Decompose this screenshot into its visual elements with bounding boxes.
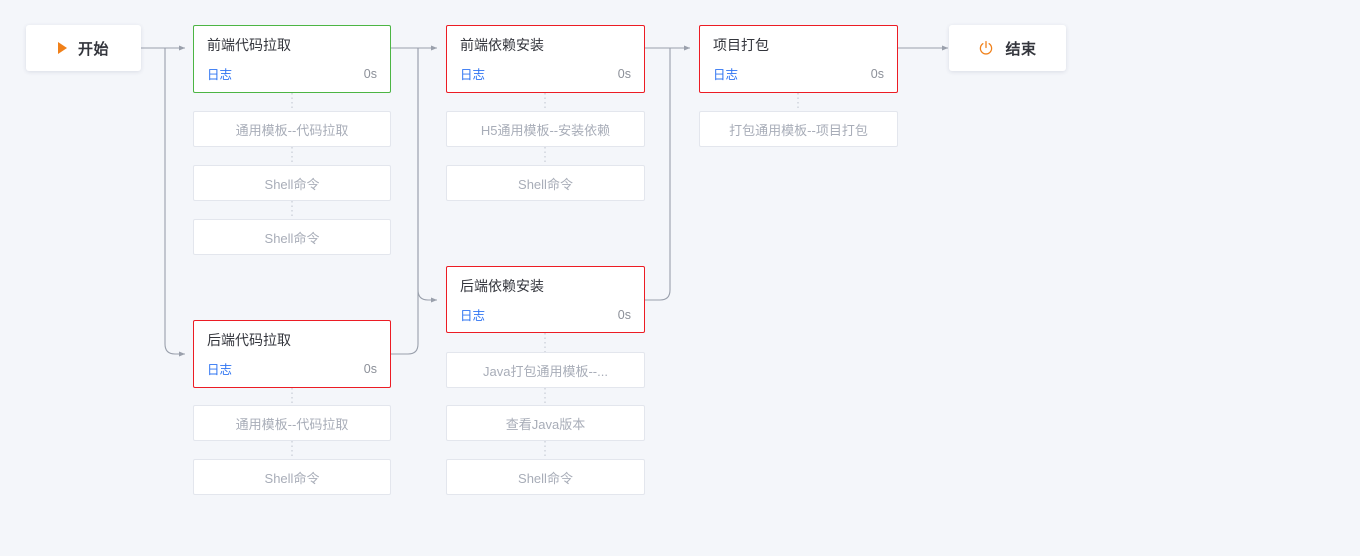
start-node-label: 开始 (77, 40, 109, 58)
stage-meta: 日志 0s (460, 64, 631, 83)
substep-label: 通用模板--代码拉取 (235, 122, 349, 138)
substep-card[interactable]: Shell命令 (193, 165, 391, 201)
end-node[interactable]: 结束 (949, 25, 1066, 71)
substep-label: Shell命令 (264, 470, 320, 486)
stage-duration: 0s (617, 307, 631, 322)
stage-meta: 日志 0s (207, 64, 377, 83)
stage-backend-deps-install[interactable]: 后端依赖安装 日志 0s (446, 266, 645, 333)
substep-card[interactable]: 打包通用模板--项目打包 (699, 111, 898, 147)
stage-backend-code-pull[interactable]: 后端代码拉取 日志 0s (193, 320, 391, 388)
substep-label: Shell命令 (518, 470, 573, 486)
stage-title: 项目打包 (713, 37, 769, 53)
substep-card[interactable]: Java打包通用模板--... (446, 352, 645, 388)
end-node-label: 结束 (1005, 40, 1037, 58)
stage-log-link[interactable]: 日志 (713, 68, 739, 82)
substep-card[interactable]: Shell命令 (446, 459, 645, 495)
stage-duration: 0s (363, 361, 377, 376)
substep-label: Shell命令 (264, 176, 320, 192)
substep-label: 查看Java版本 (505, 416, 586, 432)
stage-duration: 0s (363, 66, 377, 81)
stage-meta: 日志 0s (460, 305, 631, 324)
stage-frontend-deps-install[interactable]: 前端依赖安装 日志 0s (446, 25, 645, 93)
power-icon (980, 40, 993, 55)
stage-title: 前端代码拉取 (207, 37, 291, 53)
substep-label: Java打包通用模板--... (483, 363, 608, 379)
substep-card[interactable]: Shell命令 (193, 219, 391, 255)
stage-log-link[interactable]: 日志 (207, 363, 233, 377)
stage-log-link[interactable]: 日志 (460, 309, 486, 323)
wire-backend-pull-merge (391, 48, 419, 355)
wire-bus-backend-pull (164, 48, 186, 357)
substep-label: Shell命令 (518, 176, 573, 192)
substep-label: 打包通用模板--项目打包 (729, 122, 868, 138)
substep-card[interactable]: H5通用模板--安装依赖 (446, 111, 645, 147)
stage-log-link[interactable]: 日志 (207, 68, 233, 82)
play-icon (57, 42, 67, 54)
substep-card[interactable]: Shell命令 (193, 459, 391, 495)
stage-title: 后端代码拉取 (207, 332, 291, 348)
substep-label: 通用模板--代码拉取 (235, 416, 349, 432)
substep-card[interactable]: 查看Java版本 (446, 405, 645, 441)
wire-merge-backend-deps (417, 48, 438, 303)
substep-card[interactable]: 通用模板--代码拉取 (193, 111, 391, 147)
substep-card[interactable]: 通用模板--代码拉取 (193, 405, 391, 441)
stage-duration: 0s (870, 66, 884, 81)
stage-project-build[interactable]: 项目打包 日志 0s (699, 25, 898, 93)
start-node[interactable]: 开始 (26, 25, 141, 71)
stage-title: 后端依赖安装 (460, 278, 544, 294)
substep-label: H5通用模板--安装依赖 (480, 122, 611, 138)
stage-meta: 日志 0s (207, 359, 377, 378)
stage-title: 前端依赖安装 (460, 37, 544, 53)
substep-card[interactable]: Shell命令 (446, 165, 645, 201)
substep-label: Shell命令 (264, 230, 320, 246)
stage-log-link[interactable]: 日志 (460, 68, 486, 82)
stage-meta: 日志 0s (713, 64, 884, 83)
stage-duration: 0s (617, 66, 631, 81)
wire-backend-deps-merge (645, 48, 671, 301)
stage-frontend-code-pull[interactable]: 前端代码拉取 日志 0s (193, 25, 391, 93)
